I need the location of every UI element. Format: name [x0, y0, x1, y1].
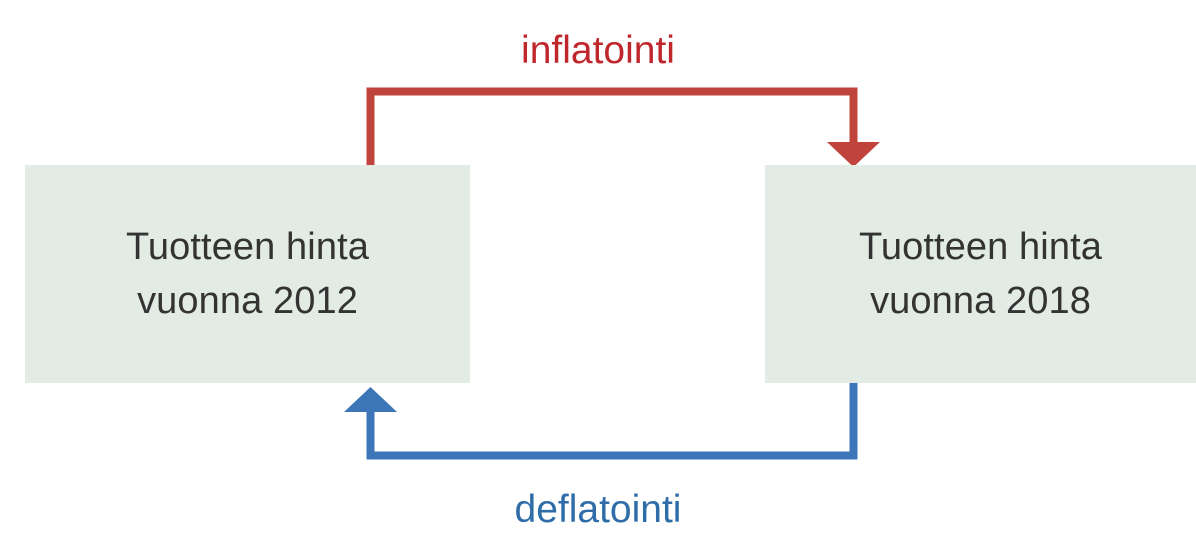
node-left-line-1: Tuotteen hinta: [126, 226, 369, 268]
edge-label-inflation: inflatointi: [521, 29, 675, 72]
inflation-arrowhead-icon: [827, 142, 880, 167]
inflation-arrow-path: [366, 87, 858, 168]
node-box-left: Tuotteen hinta vuonna 2012: [25, 165, 470, 383]
edge-label-deflation: deflatointi: [514, 488, 682, 531]
node-left-line-2: vuonna 2012: [137, 280, 358, 322]
node-box-right: Tuotteen hinta vuonna 2018: [765, 165, 1196, 383]
inflation-arrow: [366, 87, 880, 168]
deflation-arrowhead-icon: [344, 387, 397, 412]
deflation-arrow: [344, 381, 858, 460]
deflation-arrow-path: [366, 381, 858, 460]
node-right-line-2: vuonna 2018: [870, 280, 1091, 322]
node-right-line-1: Tuotteen hinta: [859, 226, 1102, 268]
